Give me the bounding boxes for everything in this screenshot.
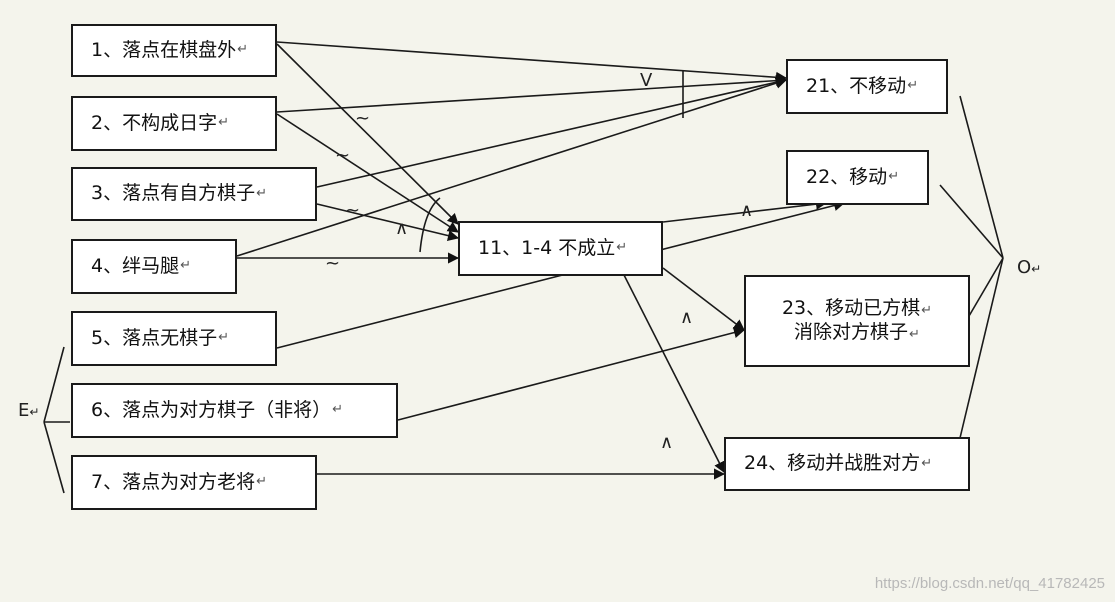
edge-c1-n11 <box>276 43 459 225</box>
effect-box-21: 21、不移动↵ <box>786 59 948 114</box>
edge-c1-e21 <box>276 41 788 83</box>
constraint-e-line-upper <box>43 346 65 423</box>
edge-c2-n11 <box>276 113 459 233</box>
cause-label-5: 5、落点无棋子 <box>91 326 218 349</box>
and-operator-label-11: ∧ <box>395 218 409 239</box>
edge-n11-e23 <box>662 267 745 331</box>
not-operator-label-3: ~ <box>345 200 361 221</box>
edge-c3-n11 <box>316 203 460 242</box>
watermark-text: https://blog.csdn.net/qq_41782425 <box>874 575 1105 592</box>
cause-box-1: 1、落点在棋盘外↵ <box>71 24 277 77</box>
constraint-e-label: E↵ <box>18 400 40 421</box>
effect-label-21: 21、不移动 <box>806 74 907 97</box>
cause-box-5: 5、落点无棋子↵ <box>71 311 277 366</box>
cause-box-6: 6、落点为对方棋子（非将）↵ <box>71 383 398 438</box>
edge-n11-e22 <box>662 198 828 223</box>
edge-c3-e21 <box>316 76 788 188</box>
not-operator-label-2: ~ <box>335 145 351 166</box>
not-operator-label-1: ~ <box>355 108 371 129</box>
constraint-e-line-lower <box>43 421 65 494</box>
cause-label-4: 4、绊马腿 <box>91 254 180 277</box>
cause-box-3: 3、落点有自方棋子↵ <box>71 167 317 221</box>
cause-label-7: 7、落点为对方老将 <box>91 470 256 493</box>
edge-c2-e21 <box>276 75 788 113</box>
intermediate-box-11: 11、1-4 不成立↵ <box>458 221 663 276</box>
cause-label-6: 6、落点为对方棋子（非将） <box>91 398 332 421</box>
and-operator-label-24: ∧ <box>660 432 674 453</box>
cause-box-2: 2、不构成日字↵ <box>71 96 277 151</box>
effect-box-24: 24、移动并战胜对方↵ <box>724 437 970 491</box>
constraint-o-line-22 <box>939 184 1004 259</box>
effect-box-22: 22、移动↵ <box>786 150 929 205</box>
effect-label-24: 24、移动并战胜对方 <box>744 452 921 475</box>
effect-label-22: 22、移动 <box>806 165 888 188</box>
effect-box-23: 23、移动已方棋↵ 消除对方棋子↵ <box>744 275 970 367</box>
cause-label-1: 1、落点在棋盘外 <box>91 38 237 61</box>
constraint-o-label: O↵ <box>1017 257 1042 278</box>
and-operator-label-22: ∧ <box>740 200 754 221</box>
edge-n11-e24 <box>623 274 725 473</box>
effect-line-23-2: 消除对方棋子↵ <box>794 321 920 343</box>
not-operator-label-4: ~ <box>325 253 341 274</box>
cause-label-2: 2、不构成日字 <box>91 111 218 134</box>
edge-c6-e23 <box>397 327 746 421</box>
effect-line-23-1: 23、移动已方棋↵ <box>781 297 933 320</box>
cause-label-3: 3、落点有自方棋子 <box>91 182 256 205</box>
constraint-o-line-21 <box>959 95 1004 259</box>
intermediate-label-11: 11、1-4 不成立 <box>478 236 616 259</box>
edge-c4-e21 <box>236 77 788 257</box>
cause-box-7: 7、落点为对方老将↵ <box>71 455 317 510</box>
and-operator-label-23: ∧ <box>680 307 694 328</box>
or-operator-label: V <box>640 70 653 91</box>
and-arc-n11 <box>419 197 441 253</box>
cause-box-4: 4、绊马腿↵ <box>71 239 237 294</box>
constraint-o-line-24 <box>959 257 1004 439</box>
